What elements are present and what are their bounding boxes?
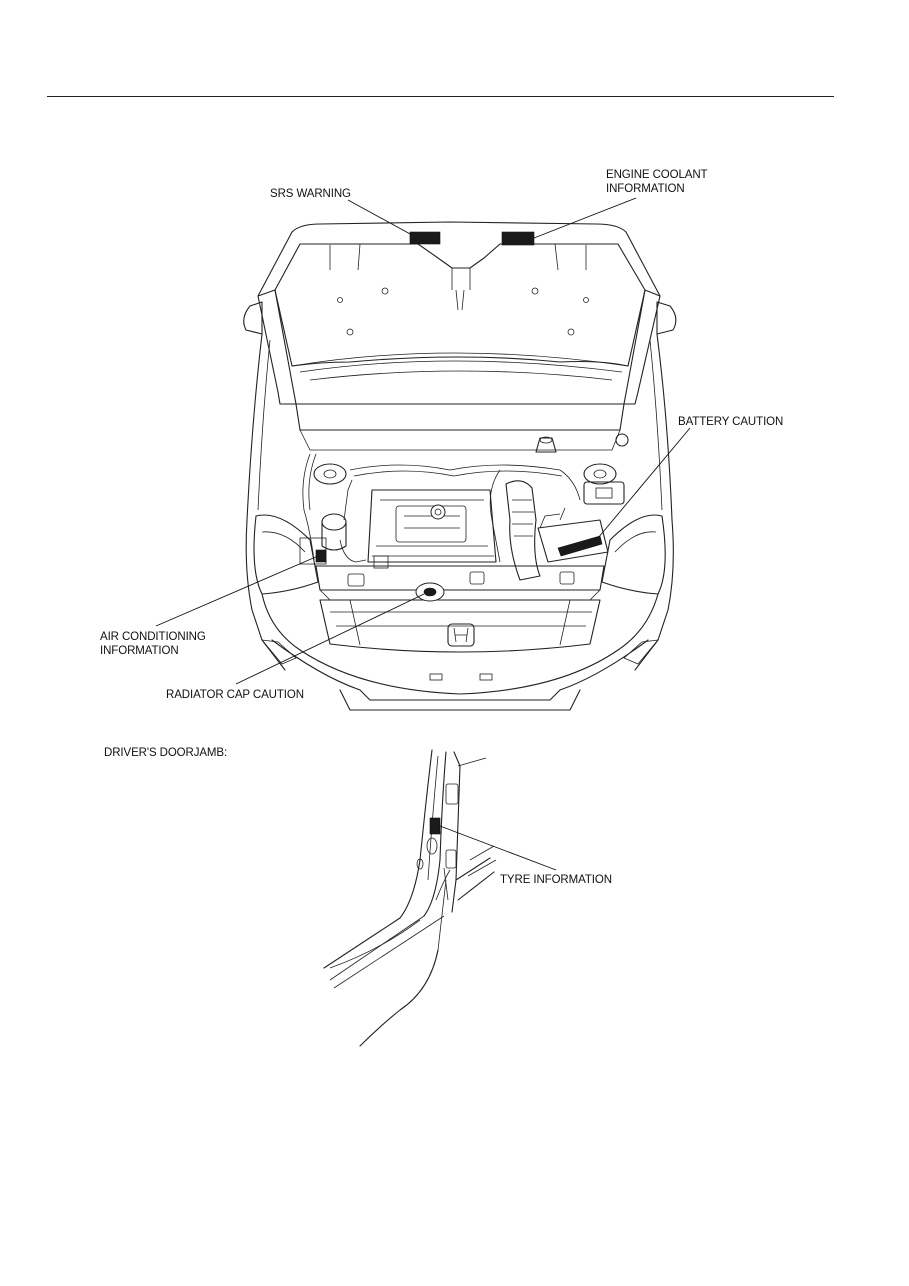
car-body <box>245 333 674 711</box>
label-tyre-information: TYRE INFORMATION <box>500 874 612 886</box>
hood-panel <box>257 221 661 405</box>
air-conditioning-patch <box>315 549 327 563</box>
engine-compartment <box>299 433 629 602</box>
header-rule <box>47 96 834 97</box>
label-radiator-cap: RADIATOR CAP CAUTION <box>166 689 304 701</box>
label-drivers-doorjamb: DRIVER'S DOORJAMB: <box>104 747 228 759</box>
label-air-conditioning: AIR CONDITIONING INFORMATION <box>100 631 206 657</box>
doorjamb-illustration <box>323 749 557 1047</box>
tyre-information-patch <box>429 817 441 835</box>
honda-emblem <box>447 623 475 647</box>
battery-caution-patch <box>557 535 603 557</box>
engine-coolant-patch <box>501 231 535 246</box>
srs-warning-patch <box>409 231 441 245</box>
label-engine-coolant: ENGINE COOLANT INFORMATION <box>606 169 708 195</box>
label-srs-warning: SRS WARNING <box>270 188 351 200</box>
mirrors <box>243 301 677 335</box>
label-battery-caution: BATTERY CAUTION <box>678 416 784 428</box>
leader-lines <box>155 197 691 685</box>
